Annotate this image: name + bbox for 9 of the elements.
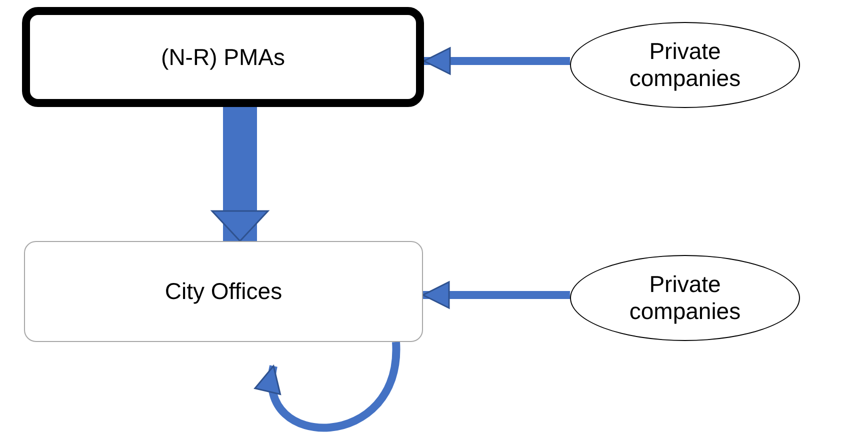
node-label: City Offices xyxy=(164,278,282,305)
arrow xyxy=(422,281,570,309)
process-box xyxy=(22,7,424,107)
process-box xyxy=(24,241,423,342)
node-label: Private companies xyxy=(628,271,742,325)
node-label: Private companies xyxy=(628,38,742,92)
node-label: (N-R) PMAs xyxy=(161,44,285,70)
arrow xyxy=(423,47,570,75)
arrow xyxy=(211,107,269,242)
